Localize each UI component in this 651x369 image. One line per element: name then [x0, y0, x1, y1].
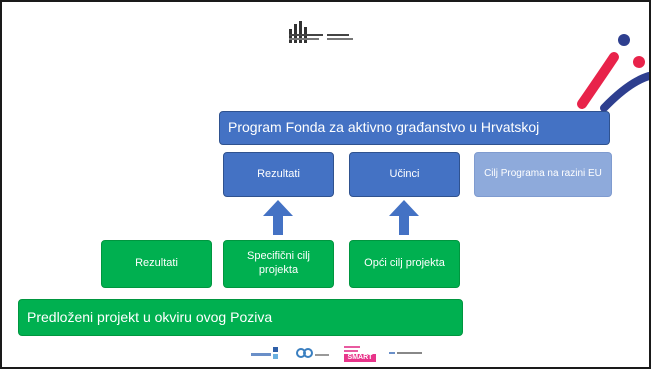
project-results-label: Rezultati	[135, 257, 178, 270]
program-results-label: Rezultati	[257, 167, 300, 180]
project-specific-goal-label: Specifični cilj projekta	[247, 250, 310, 276]
program-goal-eu-label: Cilj Programa na razini EU	[484, 168, 602, 180]
footer-logos-graphic	[251, 346, 422, 362]
project-general-goal-label: Opći cilj projekta	[364, 257, 445, 270]
footer-logos: SMART	[249, 344, 424, 362]
program-title-box: Program Fonda za aktivno građanstvo u Hr…	[219, 111, 610, 145]
program-title: Program Fonda za aktivno građanstvo u Hr…	[228, 119, 540, 136]
smart-logo-text: SMART	[347, 354, 373, 361]
proposed-project-label: Predloženi projekt u okviru ovog Poziva	[27, 308, 273, 325]
program-outputs-label: Učinci	[389, 167, 420, 180]
project-specific-goal-box: Specifični cilj projekta	[223, 240, 334, 288]
proposed-project-box: Predloženi projekt u okviru ovog Poziva	[18, 299, 463, 336]
project-general-goal-box: Opći cilj projekta	[349, 240, 460, 288]
program-outputs-box: Učinci	[349, 152, 460, 197]
header-logo	[289, 21, 353, 43]
program-goal-eu-box: Cilj Programa na razini EU	[474, 152, 612, 197]
corner-logo-graphic	[577, 34, 649, 112]
arrow-up-general-to-outputs	[389, 200, 419, 235]
project-results-box: Rezultati	[101, 240, 212, 288]
program-results-box: Rezultati	[223, 152, 334, 197]
arrow-up-specific-to-results	[263, 200, 293, 235]
